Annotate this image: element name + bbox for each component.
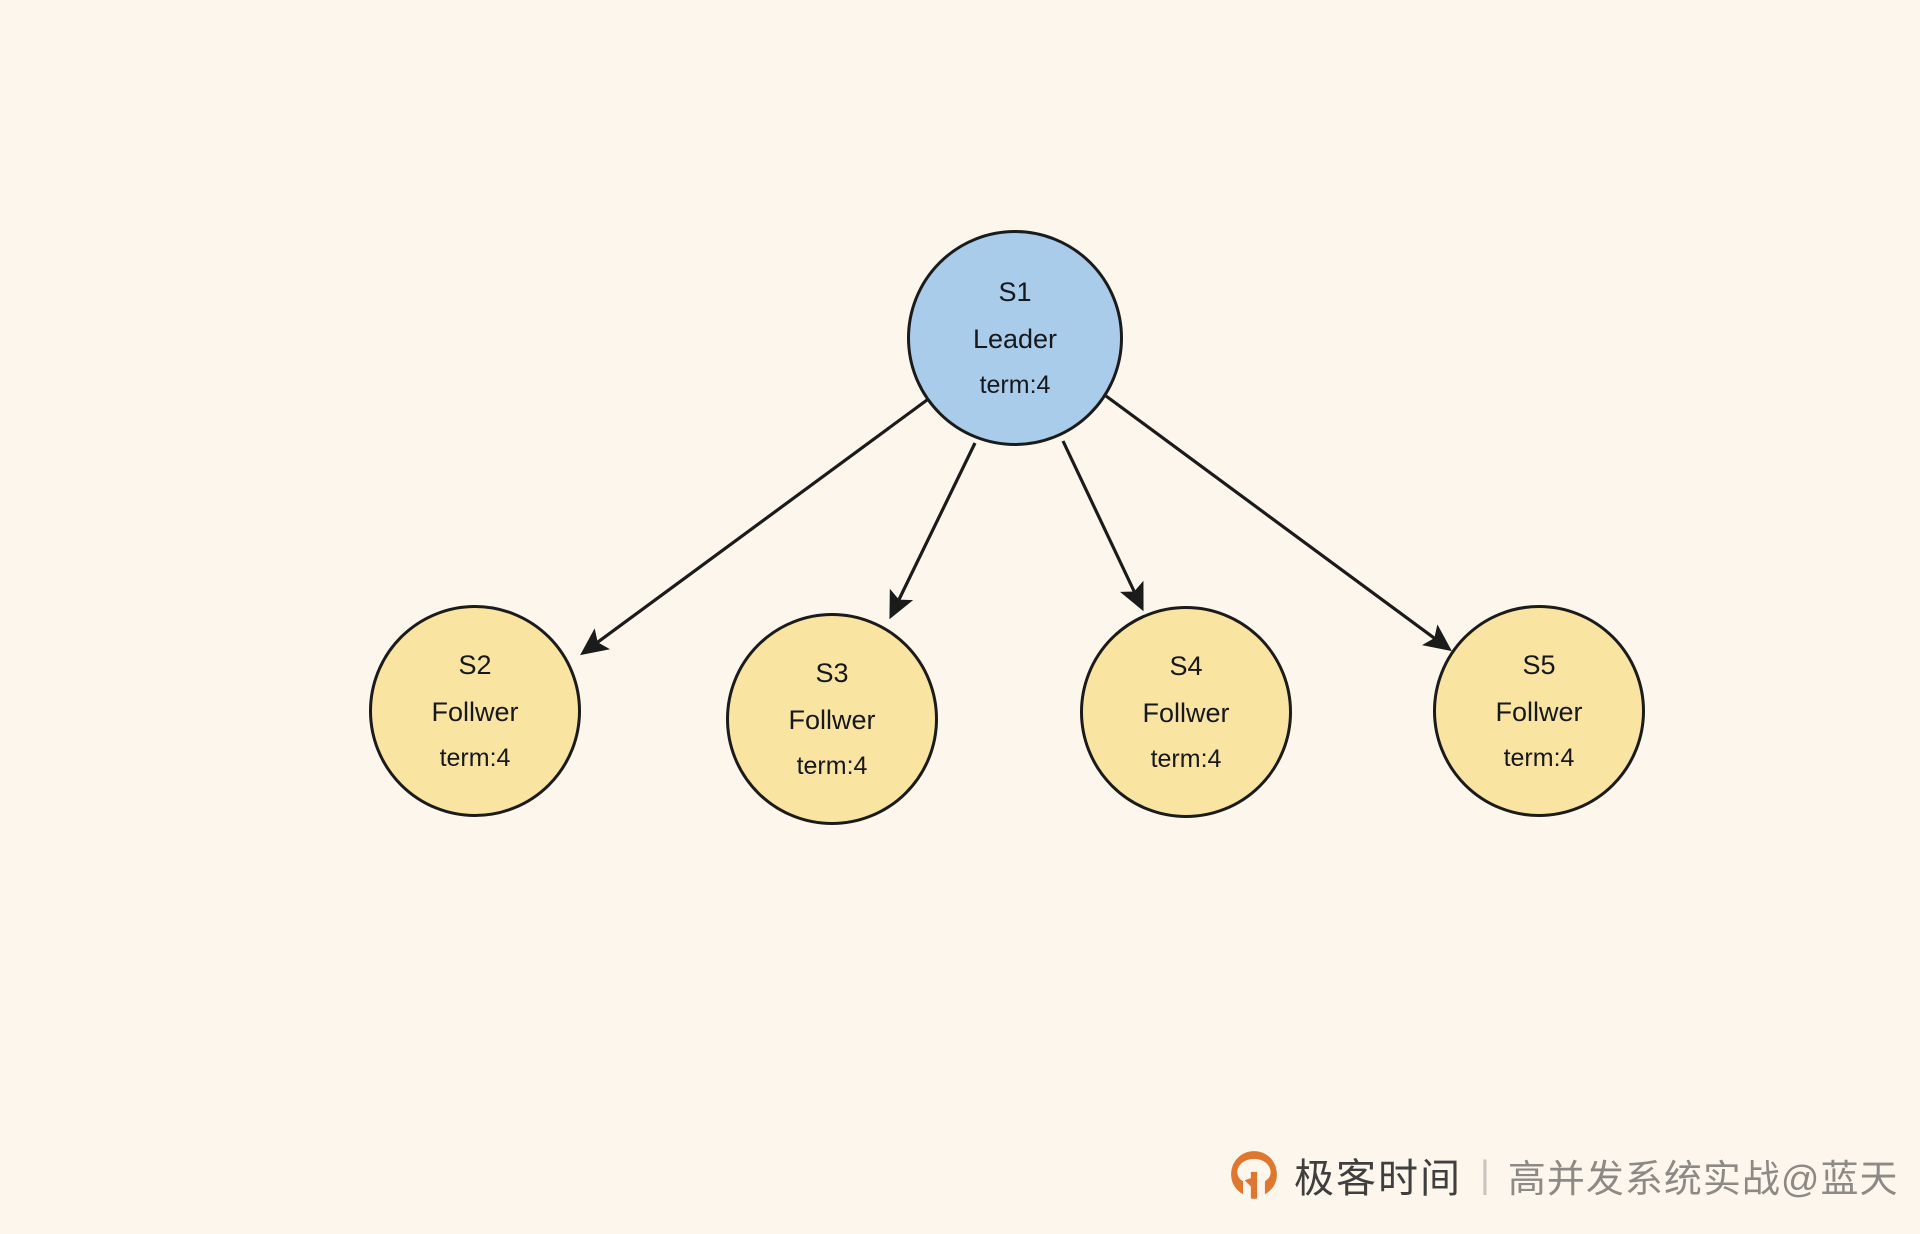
node-s3-role: Follwer	[788, 704, 876, 735]
edge-s1-s2	[580, 398, 928, 656]
node-s1-role: Leader	[972, 323, 1058, 354]
edge-s1-s3	[889, 442, 977, 620]
node-s2-id: S2	[458, 649, 492, 680]
node-s4-term: term:4	[1150, 744, 1222, 773]
node-s5-id: S5	[1522, 649, 1556, 680]
node-s5-follower[interactable]: S5 Follwer term:4	[1433, 605, 1645, 817]
node-s1-id: S1	[998, 276, 1032, 307]
node-s4-id: S4	[1169, 650, 1203, 681]
node-s5-term: term:4	[1503, 743, 1575, 772]
node-s1-term: term:4	[979, 370, 1051, 399]
watermark: 极客时间 | 高并发系统实战@蓝天	[1228, 1140, 1898, 1210]
watermark-brand: 极客时间	[1294, 1157, 1462, 1201]
watermark-subtitle: 高并发系统实战@蓝天	[1507, 1158, 1899, 1201]
edge-s1-s4	[1061, 440, 1144, 612]
node-s2-term: term:4	[439, 743, 511, 772]
node-s1-leader[interactable]: S1 Leader term:4	[907, 230, 1123, 446]
node-s3-follower[interactable]: S3 Follwer term:4	[726, 613, 938, 825]
node-s2-role: Follwer	[431, 696, 519, 727]
node-s3-term: term:4	[796, 751, 868, 780]
node-s5-role: Follwer	[1495, 696, 1583, 727]
watermark-separator: |	[1480, 1153, 1490, 1196]
geekbang-logo-icon	[1231, 1151, 1277, 1199]
node-s4-role: Follwer	[1142, 697, 1230, 728]
node-s4-follower[interactable]: S4 Follwer term:4	[1080, 606, 1292, 818]
node-s2-follower[interactable]: S2 Follwer term:4	[369, 605, 581, 817]
node-s3-id: S3	[815, 657, 849, 688]
